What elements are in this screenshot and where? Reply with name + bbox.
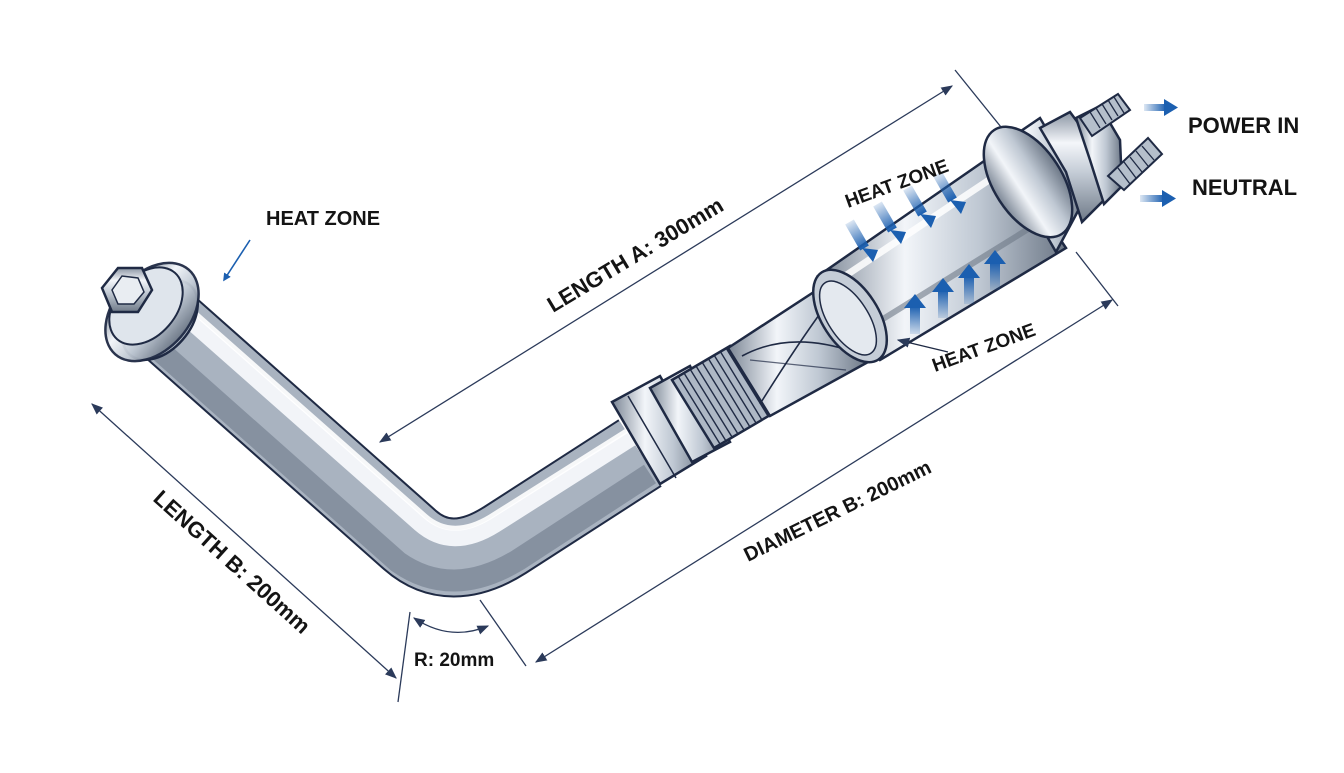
bent-tube-highlight xyxy=(166,299,637,547)
heat-zone-bottom-pointer xyxy=(896,337,949,353)
heat-arrow-up-4 xyxy=(984,250,1006,290)
stud-neutral xyxy=(1106,136,1164,192)
length-b-extension-line xyxy=(397,611,411,703)
length-b-label: LENGTH B: 200mm xyxy=(149,485,316,639)
threaded-section xyxy=(670,344,774,450)
heater-tube xyxy=(100,92,1164,598)
length-a-label: LENGTH A: 300mm xyxy=(543,192,728,317)
radius-label: R: 20mm xyxy=(414,650,494,671)
heat-arrow-up-2 xyxy=(932,278,954,318)
heat-arrow-down-4 xyxy=(933,171,966,214)
radius-arc xyxy=(413,617,490,635)
heat-arrows-top xyxy=(845,171,966,262)
length-a-dimension-line xyxy=(379,85,953,443)
heat-arrow-down-2 xyxy=(873,201,906,244)
neutral-label: NEUTRAL xyxy=(1192,175,1297,200)
neutral-arrow xyxy=(1140,190,1176,207)
terminal-studs xyxy=(1078,92,1164,192)
heat-arrow-down-1 xyxy=(845,219,878,262)
heat-zone-left-label: HEAT ZONE xyxy=(266,208,380,230)
diameter-b-dimension-line xyxy=(535,299,1113,663)
dimension-lines xyxy=(91,69,1119,703)
heat-arrow-down-3 xyxy=(903,185,936,228)
power-in-arrow xyxy=(1144,99,1178,116)
power-in-label: POWER IN xyxy=(1188,113,1299,138)
bent-tube-shade xyxy=(142,333,657,592)
bent-tube-body xyxy=(136,291,661,596)
stud-power-in xyxy=(1078,92,1132,138)
length-a-extension-line xyxy=(954,69,1006,133)
heat-zone-left-pointer xyxy=(223,239,251,282)
diameter-b-extension-line-lower xyxy=(479,599,527,667)
diameter-b-extension-line xyxy=(1075,251,1119,307)
heat-arrows-bottom xyxy=(904,250,1006,334)
heat-zone-bottom-label: HEAT ZONE xyxy=(930,320,1039,377)
length-b-dimension-line xyxy=(91,403,397,679)
terminal-arrows xyxy=(1140,99,1178,207)
left-end-cap xyxy=(100,261,200,363)
heat-arrow-up-3 xyxy=(958,264,980,304)
bent-tube-highlight-soft xyxy=(176,296,630,531)
heat-arrow-up-1 xyxy=(904,294,926,334)
